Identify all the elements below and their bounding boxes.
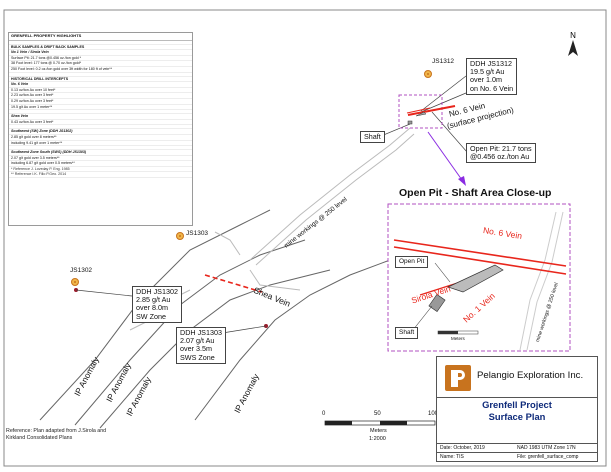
inset-open-pit-icon: [447, 264, 504, 293]
north-arrow-icon: N: [568, 31, 578, 56]
company-name: Pelangio Exploration Inc.: [477, 370, 584, 381]
drill-hole-js1312-icon: [424, 70, 432, 78]
closeup-area-box: [398, 94, 443, 129]
file-text: File: grenfell_surface_comp: [517, 454, 579, 460]
inset-leader-shaft: [412, 305, 433, 331]
scale-unit: Meters: [370, 428, 387, 434]
property-highlights-table: GRENFELL PROPERTY HIGHLIGHTS BULK SAMPLE…: [8, 32, 193, 226]
scale-ratio: 1:2000: [369, 436, 386, 442]
inset-no6-vein-a: [393, 246, 567, 275]
highlights-row: BULK SAMPLES & DRIFT BACK SAMPLES: [9, 45, 192, 51]
closeup-arrow: [427, 131, 463, 181]
shea-vein-line: [204, 274, 263, 293]
inset-shaft-icon: [428, 293, 446, 313]
datum-text: NAD 1983 UTM Zone 17N: [517, 445, 576, 451]
open-pit-callout: Open Pit: 21.7 tons @0.456 oz./ton Au: [466, 143, 536, 164]
title-block: Pelangio Exploration Inc. Grenfell Proje…: [436, 356, 598, 462]
inset-title: Open Pit - Shaft Area Close-up: [399, 187, 552, 199]
date-text: Date: October, 2019: [440, 445, 485, 451]
js1303-label: JS1303: [186, 230, 209, 237]
highlights-row: * Reference J. Loveday P. Eng. 1985: [9, 167, 192, 173]
inset-shaft-callout: Shaft: [395, 327, 419, 339]
inset-open-pit-callout: Open Pit: [395, 256, 429, 268]
inset-scale-unit: Meters: [451, 336, 465, 341]
highlights-row: 38 Foot level: 177 tons @ 0.70 oz./ton g…: [9, 61, 192, 67]
highlights-row: [9, 110, 192, 115]
no6-vein-line-2: [406, 107, 431, 114]
highlights-row: No. 6 Vein: [9, 82, 192, 88]
scale-tick-100: 100: [428, 411, 439, 417]
highlights-row: 250 Foot level: 0.2 oz./ton gold over 3f…: [9, 67, 192, 73]
js1302-label: JS1302: [70, 267, 93, 274]
highlights-row: including 9.41 g/t over 1 meter**: [9, 141, 192, 147]
drill-hole-js1303-icon: [176, 232, 184, 240]
highlights-row: 19.5 g/t Au over 1 meter**: [9, 105, 192, 111]
highlights-row: [9, 146, 192, 151]
highlights-row: Southwest Zone South (SWS) (DDH JS1303): [9, 150, 192, 156]
highlights-row: 0.13 oz/ton Au over 10 feet*: [9, 88, 192, 94]
map-frame: [3, 9, 607, 467]
highlights-row: including 6.87 g/t gold over 0.5 meters*…: [9, 161, 192, 167]
highlights-row: [9, 73, 192, 77]
scale-bar: [324, 420, 436, 426]
js1312-label: JS1312: [432, 58, 455, 65]
highlights-row: Surface Pit: 21.7 tons @0.456 oz./ton go…: [9, 56, 192, 62]
inset-workings: [519, 211, 564, 351]
inset-no6-vein-b: [393, 239, 567, 267]
highlights-row: Southwest (SW) Zone (DDH JS1302): [9, 129, 192, 135]
highlights-row: [9, 41, 192, 45]
ddh-js1312-callout: DDH JS1312 19.5 g/t Au over 1.0m on No. …: [466, 58, 518, 95]
shaft-callout: Shaft: [360, 131, 385, 144]
closeup-arrow-head-icon: [458, 176, 466, 186]
no6-vein-line: [407, 105, 456, 116]
highlights-row: HISTORICAL DRILL INTERCEPTS: [9, 77, 192, 83]
scale-tick-0: 0: [322, 411, 326, 417]
project-name: Grenfell Project: [482, 399, 552, 410]
inset-leader-openpit: [434, 262, 451, 283]
meta-row-date: Date: October, 2019 NAD 1983 UTM Zone 17…: [437, 443, 597, 453]
highlights-row: 0.43 oz/ton Au over 3 feet*: [9, 120, 192, 126]
ddh-js1302-callout: DDH JS1302 2.85 g/t Au over 8.0m SW Zone: [132, 286, 182, 323]
highlights-row: [9, 125, 192, 130]
highlights-title: GRENFELL PROPERTY HIGHLIGHTS: [9, 33, 192, 41]
highlights-row: 2.07 g/t gold over 3.5 meters**: [9, 156, 192, 162]
highlights-row: 0.29 oz/ton Au over 3 feet*: [9, 99, 192, 105]
highlights-row: ** Reference I.K. Fillo P.Geo. 2014: [9, 172, 192, 179]
ip-anomaly-lines: [39, 209, 391, 429]
highlights-row: 2.23 oz/ton Au over 3 feet*: [9, 93, 192, 99]
project-subtitle: Surface Plan: [488, 410, 546, 422]
highlights-row: No 1 Vein / Sirola Vein: [9, 50, 192, 56]
meta-row-name: Name: TIS File: grenfell_surface_comp: [437, 452, 597, 462]
shaft-icon: [407, 120, 413, 125]
ddh-js1303-callout: DDH JS1303 2.07 g/t Au over 3.5m SWS Zon…: [176, 327, 226, 364]
scale-tick-50: 50: [374, 411, 381, 417]
pelangio-logo-icon: [445, 365, 471, 391]
project-title: Grenfell Project Surface Plan: [437, 399, 597, 422]
reference-note: Reference: Plan adapted from J.Sirola an…: [6, 428, 107, 441]
logo-row: Pelangio Exploration Inc.: [437, 357, 597, 398]
highlights-row: 2.85 g/t gold over 8 meters**: [9, 135, 192, 141]
open-pit-icon: [415, 111, 427, 117]
highlights-row: Shea Vein: [9, 114, 192, 120]
name-text: Name: TIS: [440, 454, 464, 460]
inset-scale-bar: [437, 330, 479, 335]
drill-hole-js1302-icon: [71, 278, 79, 286]
svg-text:N: N: [570, 31, 576, 40]
